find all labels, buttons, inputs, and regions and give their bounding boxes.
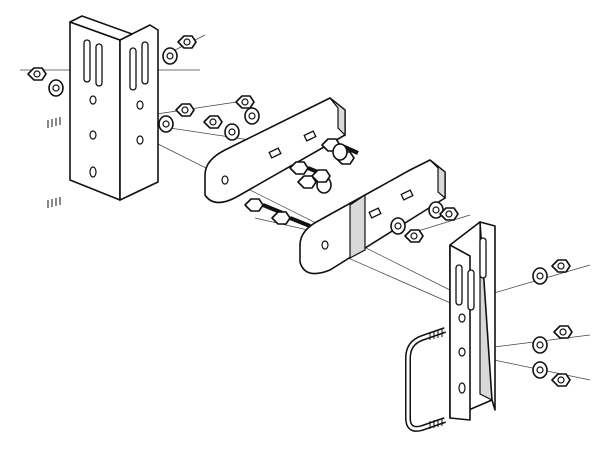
hex-nut <box>311 169 331 183</box>
right-mounting-bracket <box>449 221 496 421</box>
right-u-bolt <box>405 327 446 432</box>
right-plate-hardware <box>390 201 459 243</box>
hex-bolt <box>297 175 317 189</box>
center-bolts <box>244 138 359 228</box>
left-extension-plate <box>204 97 346 204</box>
right-bracket-hardware <box>532 259 573 387</box>
right-extension-plate <box>299 159 446 275</box>
left-hardware <box>27 35 260 141</box>
left-u-bolt <box>24 117 63 209</box>
washer <box>332 143 348 161</box>
hex-bolt <box>244 198 264 212</box>
left-mounting-bracket <box>69 15 159 201</box>
